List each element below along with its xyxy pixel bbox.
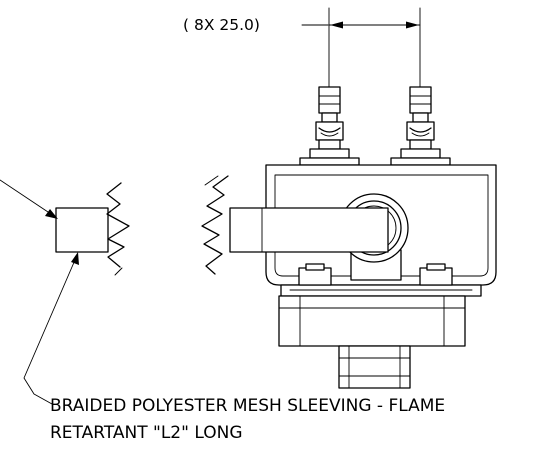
dimension-arrow-left-icon (330, 21, 343, 29)
sleeving-note: BRAIDED POLYESTER MESH SLEEVING - FLAME … (50, 396, 445, 443)
terminal-post-right (390, 86, 451, 166)
terminal-post-left (299, 86, 360, 166)
sleeved-cable-right (201, 175, 389, 275)
dimension-callout: ( 8X 25.0) (183, 7, 421, 93)
note-line-1: BRAIDED POLYESTER MESH SLEEVING - FLAME (50, 396, 445, 416)
dimension-arrow-right-icon (406, 21, 419, 29)
sleeved-cable-left (55, 182, 130, 276)
leader-arrow-lower-icon (71, 252, 79, 265)
bolt-right (419, 263, 453, 286)
sleeving-leader-upper (0, 179, 58, 219)
sleeving-leader-lower (23, 252, 79, 405)
leader-arrow-upper-icon (45, 209, 58, 219)
note-line-2: RETARTANT "L2" LONG (50, 423, 243, 443)
connector-housing (265, 164, 497, 389)
bolt-left (298, 263, 332, 286)
dimension-label: ( 8X 25.0) (183, 16, 260, 34)
